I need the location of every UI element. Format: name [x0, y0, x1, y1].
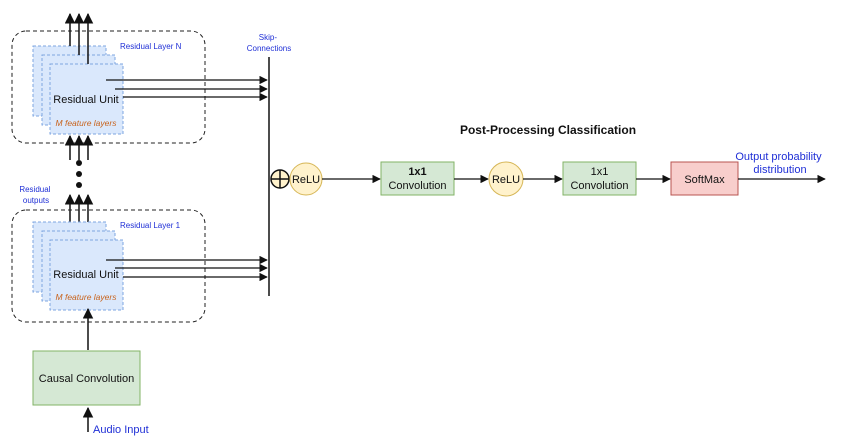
relu-label-2: ReLU [492, 174, 520, 186]
conv-label-2: Convolution [570, 180, 628, 192]
output-label: Output probability distribution [735, 151, 824, 176]
conv-1x1-box-1 [380, 161, 455, 196]
conv-label-1: Convolution [388, 180, 446, 192]
residual-layer-1-container [11, 209, 206, 323]
residual-outputs-label: Residual outputs [19, 185, 52, 205]
sum-node [270, 169, 290, 189]
causal-convolution-box [32, 350, 141, 406]
softmax-label: SoftMax [684, 174, 725, 186]
relu-label-1: ReLU [292, 174, 320, 186]
ellipsis-dot [76, 182, 82, 188]
conv-1x1-label-1: 1x1 [408, 166, 426, 178]
residual-layer-1-label: Residual Layer 1 [120, 221, 181, 230]
audio-input-label: Audio Input [93, 424, 149, 436]
residual-layer-n-label: Residual Layer N [120, 42, 182, 51]
conv-1x1-label-2: 1x1 [591, 166, 609, 178]
skip-connections-label: Skip- Connections [247, 33, 291, 53]
ellipsis-dot [76, 171, 82, 177]
residual-unit-label: Residual Unit [53, 94, 118, 106]
residual-layer-n-container [11, 30, 206, 144]
post-processing-title: Post-Processing Classification [460, 123, 636, 137]
residual-unit-box [49, 239, 124, 311]
softmax-box [670, 161, 739, 196]
causal-convolution-label: Causal Convolution [39, 373, 134, 385]
residual-unit-stack-bottom: Residual Unit M feature layers [32, 221, 124, 311]
residual-unit-label: Residual Unit [53, 269, 118, 281]
residual-unit-box [49, 63, 124, 135]
feature-layers-label: M feature layers [56, 118, 118, 128]
feature-layers-label: M feature layers [56, 292, 118, 302]
ellipsis-dot [76, 160, 82, 166]
residual-unit-stack-top: Residual Unit M feature layers [32, 45, 124, 135]
